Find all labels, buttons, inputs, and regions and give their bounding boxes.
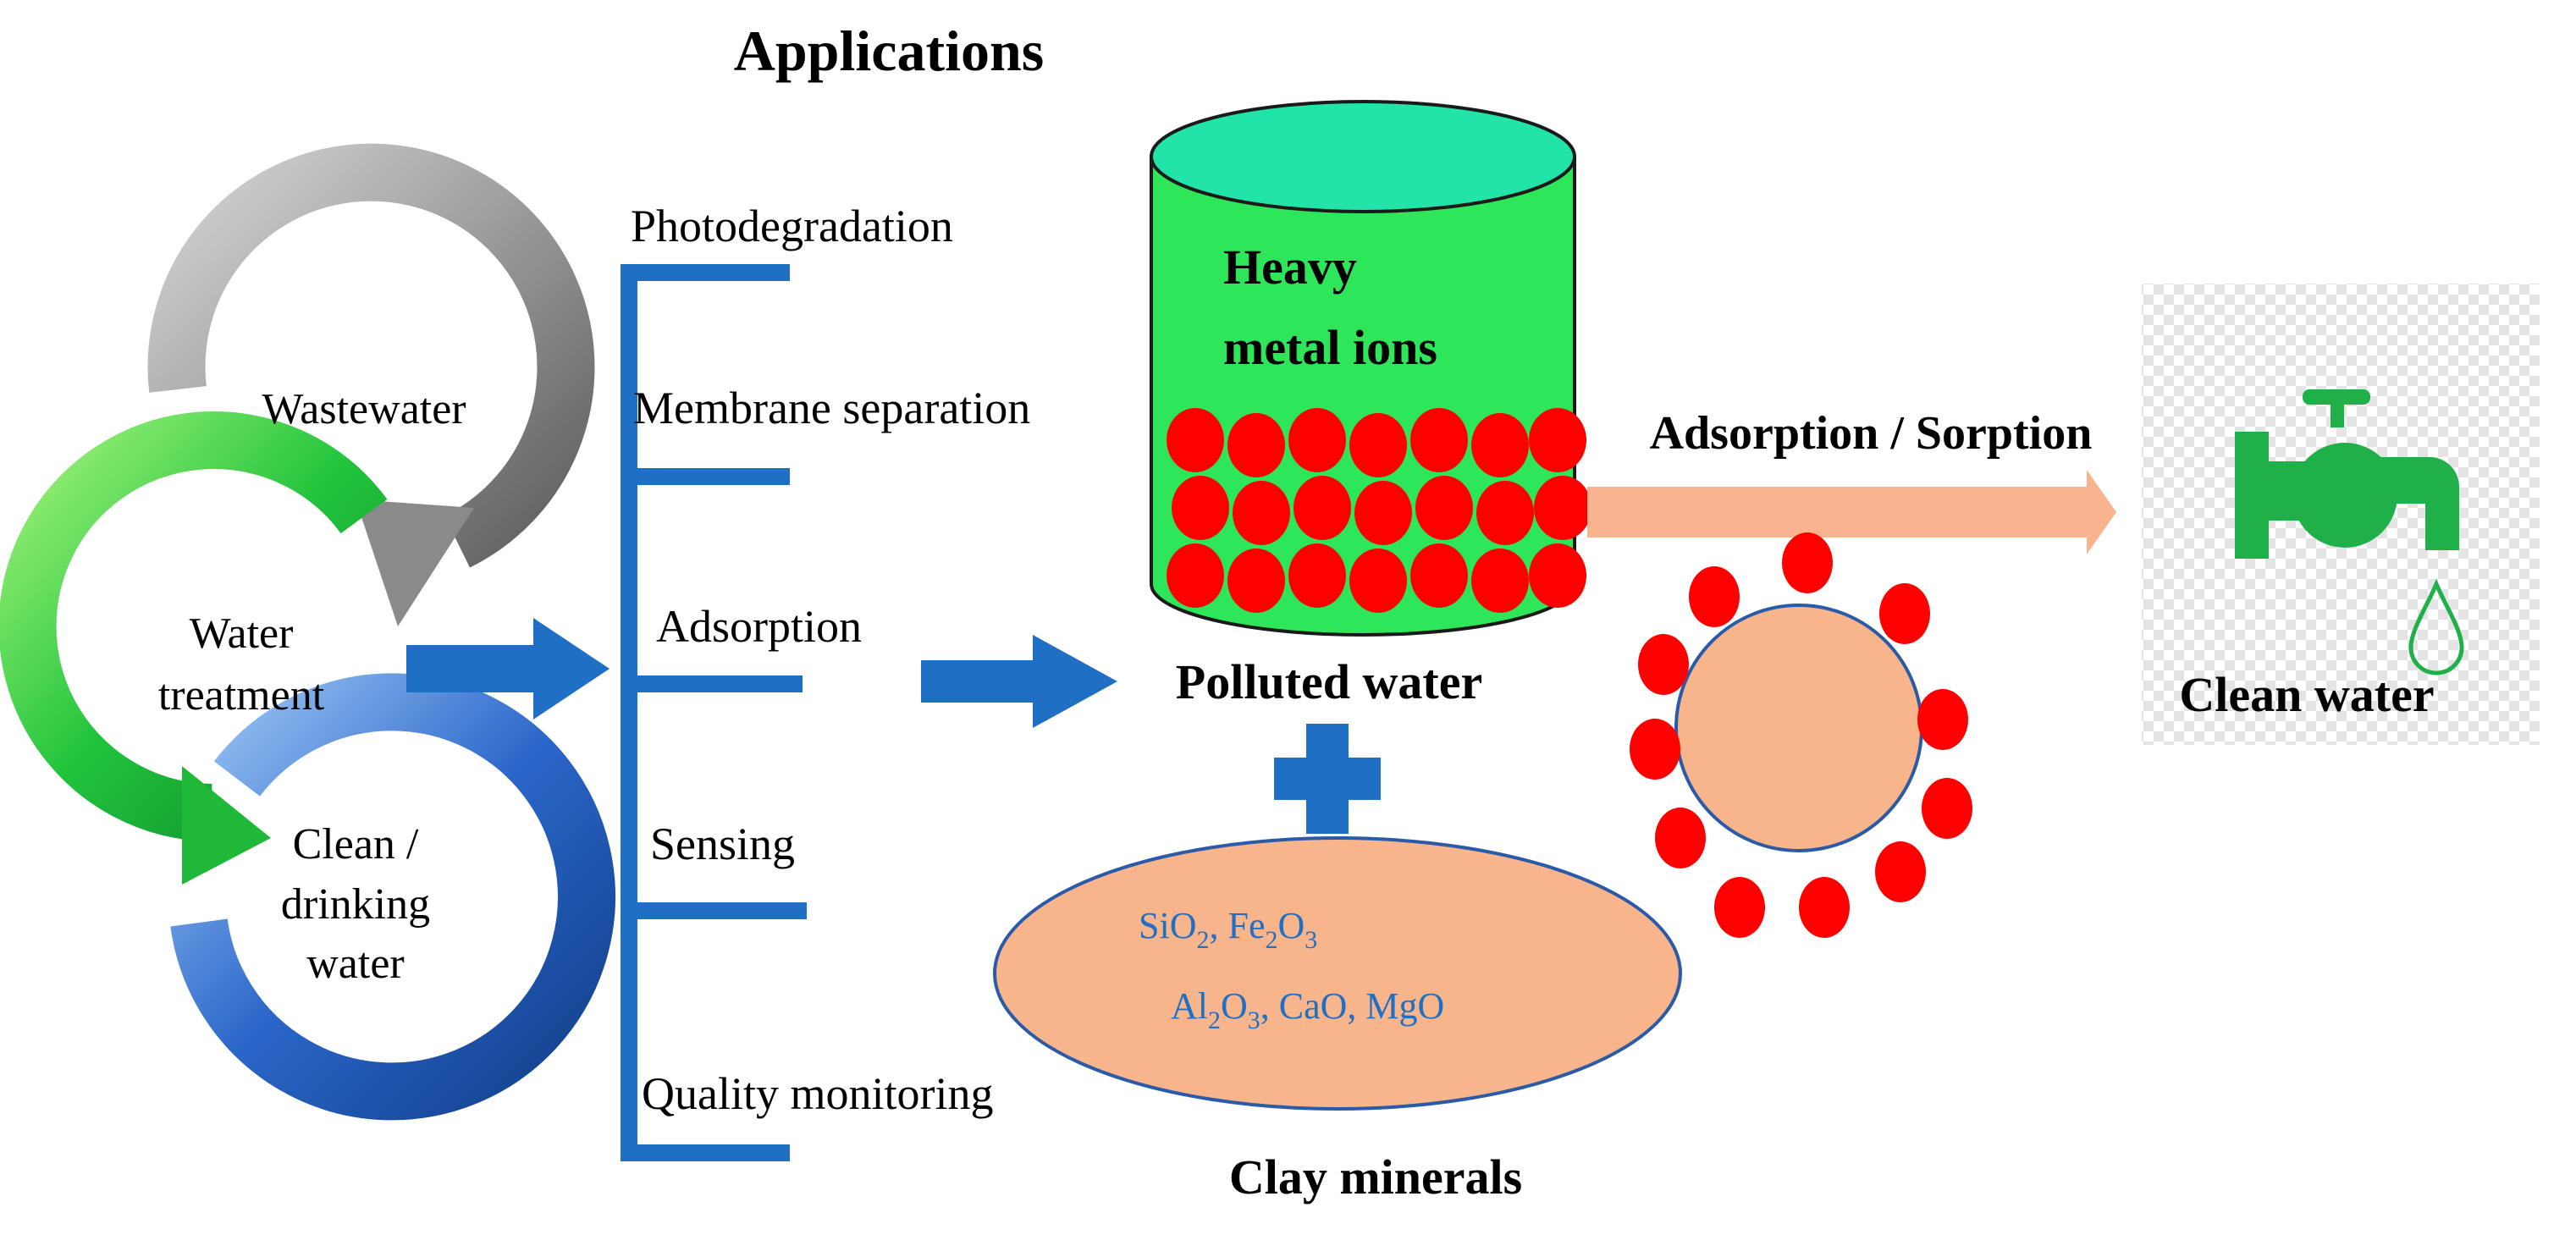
cycle-arrow-green-head [182,766,271,885]
water-tap-icon [2235,389,2459,559]
clean-water-caption: Clean water [2179,667,2434,722]
ion-dot [1227,413,1285,477]
adsorbed-ions [1630,532,1972,938]
application-membrane-separation: Membrane separation [633,383,1030,433]
cycle-label-clean-1: Clean / [293,820,419,868]
ion-dot [1529,543,1586,608]
ion-dot [1410,543,1468,608]
ion-dot [1233,481,1290,545]
adsorbed-ion-dot [1714,877,1765,938]
ion-dot [1288,408,1346,472]
water-cycle: Wastewater Water treatment Clean / drink… [0,143,615,1121]
clay-minerals-ellipse [993,836,1682,1111]
container-label-2: metal ions [1223,320,1437,375]
ion-dot [1349,413,1407,477]
ion-dot [1227,549,1285,613]
cycle-arrow-blue-icon [170,673,615,1121]
adsorbed-ion-dot [1655,808,1706,868]
ion-dot [1354,481,1412,545]
ion-dot [1167,543,1224,608]
adsorbed-ion-dot [1917,689,1968,750]
ion-dot [1471,549,1529,613]
adsorption-label: Adsorption / Sorption [1650,407,2093,460]
cycle-label-treatment-1: Water [190,609,294,658]
plus-icon [1274,724,1381,834]
adsorbed-ion-dot [1782,532,1833,593]
application-quality-monitoring: Quality monitoring [642,1068,993,1119]
application-photodegradation: Photodegradation [631,201,953,251]
applications-bracket [621,264,807,1161]
adsorbed-ion-dot [1630,719,1680,780]
ion-dot [1529,408,1586,472]
ion-dot [1410,408,1468,472]
ion-dot [1294,476,1351,540]
adsorbed-ion-dot [1689,566,1740,627]
arrow-to-applications [406,618,610,719]
application-sensing: Sensing [650,819,795,869]
ion-dot [1172,476,1229,540]
clay-particle [1674,604,1923,852]
container-label-1: Heavy [1223,240,1357,295]
adsorbed-ion-dot [1879,583,1930,644]
clay-composition-1: SiO2, Fe2O3 [1139,905,1317,954]
cycle-label-treatment-2: treatment [158,671,325,719]
clay-composition-2: Al2O3, CaO, MgO [1171,985,1444,1034]
water-drop-icon [2408,578,2464,675]
adsorbed-ion-dot [1799,877,1850,938]
ion-dot [1471,413,1529,477]
cycle-arrow-gray-icon [147,143,595,568]
adsorbed-ion-dot [1638,634,1689,695]
ion-dot [1476,481,1534,545]
arrow-to-polluted-water [921,635,1117,728]
polluted-water-caption: Polluted water [1176,654,1482,709]
ion-dot [1349,549,1407,613]
cycle-label-clean-2: drinking [281,880,430,929]
cycle-label-clean-3: water [306,940,404,988]
heavy-metal-ions [1167,408,1591,613]
adsorbed-ion-dot [1922,778,1972,839]
cycle-arrow-gray-head [356,499,474,626]
application-adsorption: Adsorption [656,601,862,652]
ion-dot [1534,476,1591,540]
adsorbed-ion-dot [1875,841,1926,902]
adsorption-arrow [1587,470,2116,554]
ion-dot [1415,476,1473,540]
diagram-title: Applications [734,19,1045,83]
cycle-label-wastewater: Wastewater [262,385,466,433]
cycle-arrow-green-icon [0,411,388,841]
clay-minerals-caption: Clay minerals [1229,1150,1522,1205]
ion-dot [1167,408,1224,472]
ion-dot [1288,543,1346,608]
